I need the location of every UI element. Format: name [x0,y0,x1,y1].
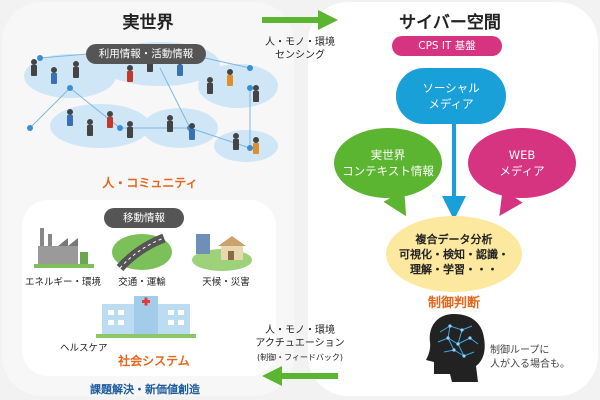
actuation-sub-label: (制御・フィードバック) [256,353,344,362]
hospital-icon [96,296,196,338]
actuation-arrow [262,366,338,386]
house-weather-icon [192,234,252,271]
loop-note-label: 制御ループに 人が入る場合も。 [490,345,570,370]
web-media-label: WEB メディア [499,148,545,178]
usage-info-pill: 利用情報・活動情報 [86,44,206,64]
energy-label: エネルギー・環境 [24,277,101,288]
sensing-arrow [262,10,338,30]
human-brain-icon [426,314,485,382]
community-label: 人・コミュニティ [102,176,198,190]
real-world-title: 実世界 [122,13,174,33]
social-media-label: ソーシャル メディア [422,81,480,111]
analysis-circle: 複合データ分析 可視化・検知・認識・ 理解・学習・・・ [386,216,522,292]
cps-platform-pill: CPS IT 基盤 [392,36,502,56]
social-media-circle: ソーシャル メディア [396,68,506,124]
analysis-label: 複合データ分析 可視化・検知・認識・ 理解・学習・・・ [399,232,509,276]
sensing-label: 人・モノ・環境 センシング [265,37,335,61]
road-icon [112,233,172,272]
context-info-circle: 実世界 コンテキスト情報 [334,128,442,198]
context-info-label: 実世界 コンテキスト情報 [342,148,434,178]
movement-info-pill: 移動情報 [104,208,184,228]
social-system-label: 社会システム [118,354,190,368]
traffic-label: 交通・運輸 [118,277,166,288]
cyber-space-title: サイバー空間 [399,13,501,33]
community-network-illustration [24,42,278,162]
health-label: ヘルスケア [60,343,108,354]
factory-icon [34,228,94,268]
weather-label: 天候・災害 [202,277,250,288]
footer-label: 課題解決・新価値創造 [90,383,200,396]
actuation-label: 人・モノ・環境 アクチュエーション [255,325,345,349]
web-media-circle: WEB メディア [468,128,576,198]
control-judgment-label: 制御判断 [427,296,480,311]
social-system-box [22,200,276,376]
